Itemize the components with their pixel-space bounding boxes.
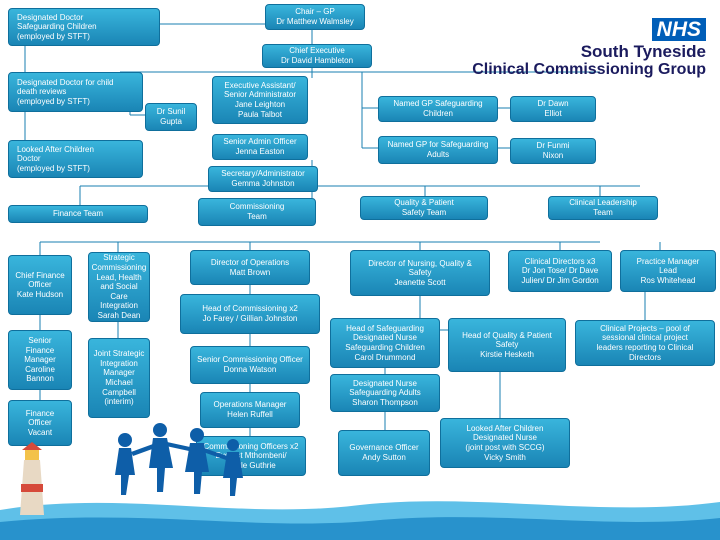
decorative-wave [0,501,720,540]
box-finance-officer: Finance Officer Vacant [8,400,72,446]
box-looked-after-children-nurse: Looked After Children Designated Nurse (… [440,418,570,468]
box-clinical-leadership-team: Clinical Leadership Team [548,196,658,220]
box-head-of-safeguarding: Head of Safeguarding Designated Nurse Sa… [330,318,440,368]
box-head-of-quality: Head of Quality & Patient Safety Kirstie… [448,318,566,372]
box-governance-officer: Governance Officer Andy Sutton [338,430,430,476]
box-named-gp-children: Named GP Safeguarding Children [378,96,498,122]
box-looked-after-children-doctor: Looked After Children Doctor (employed b… [8,140,143,178]
box-chief-executive: Chief Executive Dr David Hambleton [262,44,372,68]
box-secretary-administrator: Secretary/Administrator Gemma Johnston [208,166,318,192]
box-chair: Chair – GP Dr Matthew Walmsley [265,4,365,30]
box-finance-team: Finance Team [8,205,148,223]
children-silhouettes-icon [115,423,243,496]
box-joint-strategic-manager: Joint Strategic Integration Manager Mich… [88,338,150,418]
lighthouse-icon [20,442,44,515]
box-practice-manager-lead: Practice Manager Lead Ros Whitehead [620,250,716,292]
box-designated-nurse-adults: Designated Nurse Safeguarding Adults Sha… [330,374,440,412]
nhs-logo: NHS South Tyneside Clinical Commissionin… [466,18,706,82]
box-clinical-directors: Clinical Directors x3 Dr Jon Tose/ Dr Da… [508,250,612,292]
box-operations-manager: Operations Manager Helen Ruffell [200,392,300,428]
box-dr-gupta: Dr Sunil Gupta [145,103,197,131]
box-quality-patient-safety-team: Quality & Patient Safety Team [360,196,488,220]
box-commissioning-team: Commissioning Team [198,198,316,226]
box-strategic-commissioning-lead: Strategic Commissioning Lead, Health and… [88,252,150,322]
box-chief-finance-officer: Chief Finance Officer Kate Hudson [8,255,72,315]
box-clinical-projects: Clinical Projects – pool of sessional cl… [575,320,715,366]
box-senior-commissioning-officer: Senior Commissioning Officer Donna Watso… [190,346,310,384]
box-designated-doctor-safeguarding: Designated Doctor Safeguarding Children … [8,8,160,46]
box-dr-nixon: Dr Funmi Nixon [510,138,596,164]
org-name-line1: South Tyneside [580,42,706,61]
box-director-nursing: Director of Nursing, Quality & Safety Je… [350,250,490,296]
nhs-badge: NHS [651,18,706,41]
box-dr-elliot: Dr Dawn Elliot [510,96,596,122]
box-senior-finance-manager: Senior Finance Manager Caroline Bannon [8,330,72,390]
box-executive-assistant: Executive Assistant/ Senior Administrato… [212,76,308,124]
box-head-of-commissioning: Head of Commissioning x2 Jo Farey / Gill… [180,294,320,334]
box-director-operations: Director of Operations Matt Brown [190,250,310,285]
box-named-gp-adults: Named GP for Safeguarding Adults [378,136,498,164]
box-senior-admin-officer: Senior Admin Officer Jenna Easton [212,134,308,160]
org-name-line2: Clinical Commissioning Group [472,61,706,78]
box-designated-doctor-child-death: Designated Doctor for child death review… [8,72,143,112]
